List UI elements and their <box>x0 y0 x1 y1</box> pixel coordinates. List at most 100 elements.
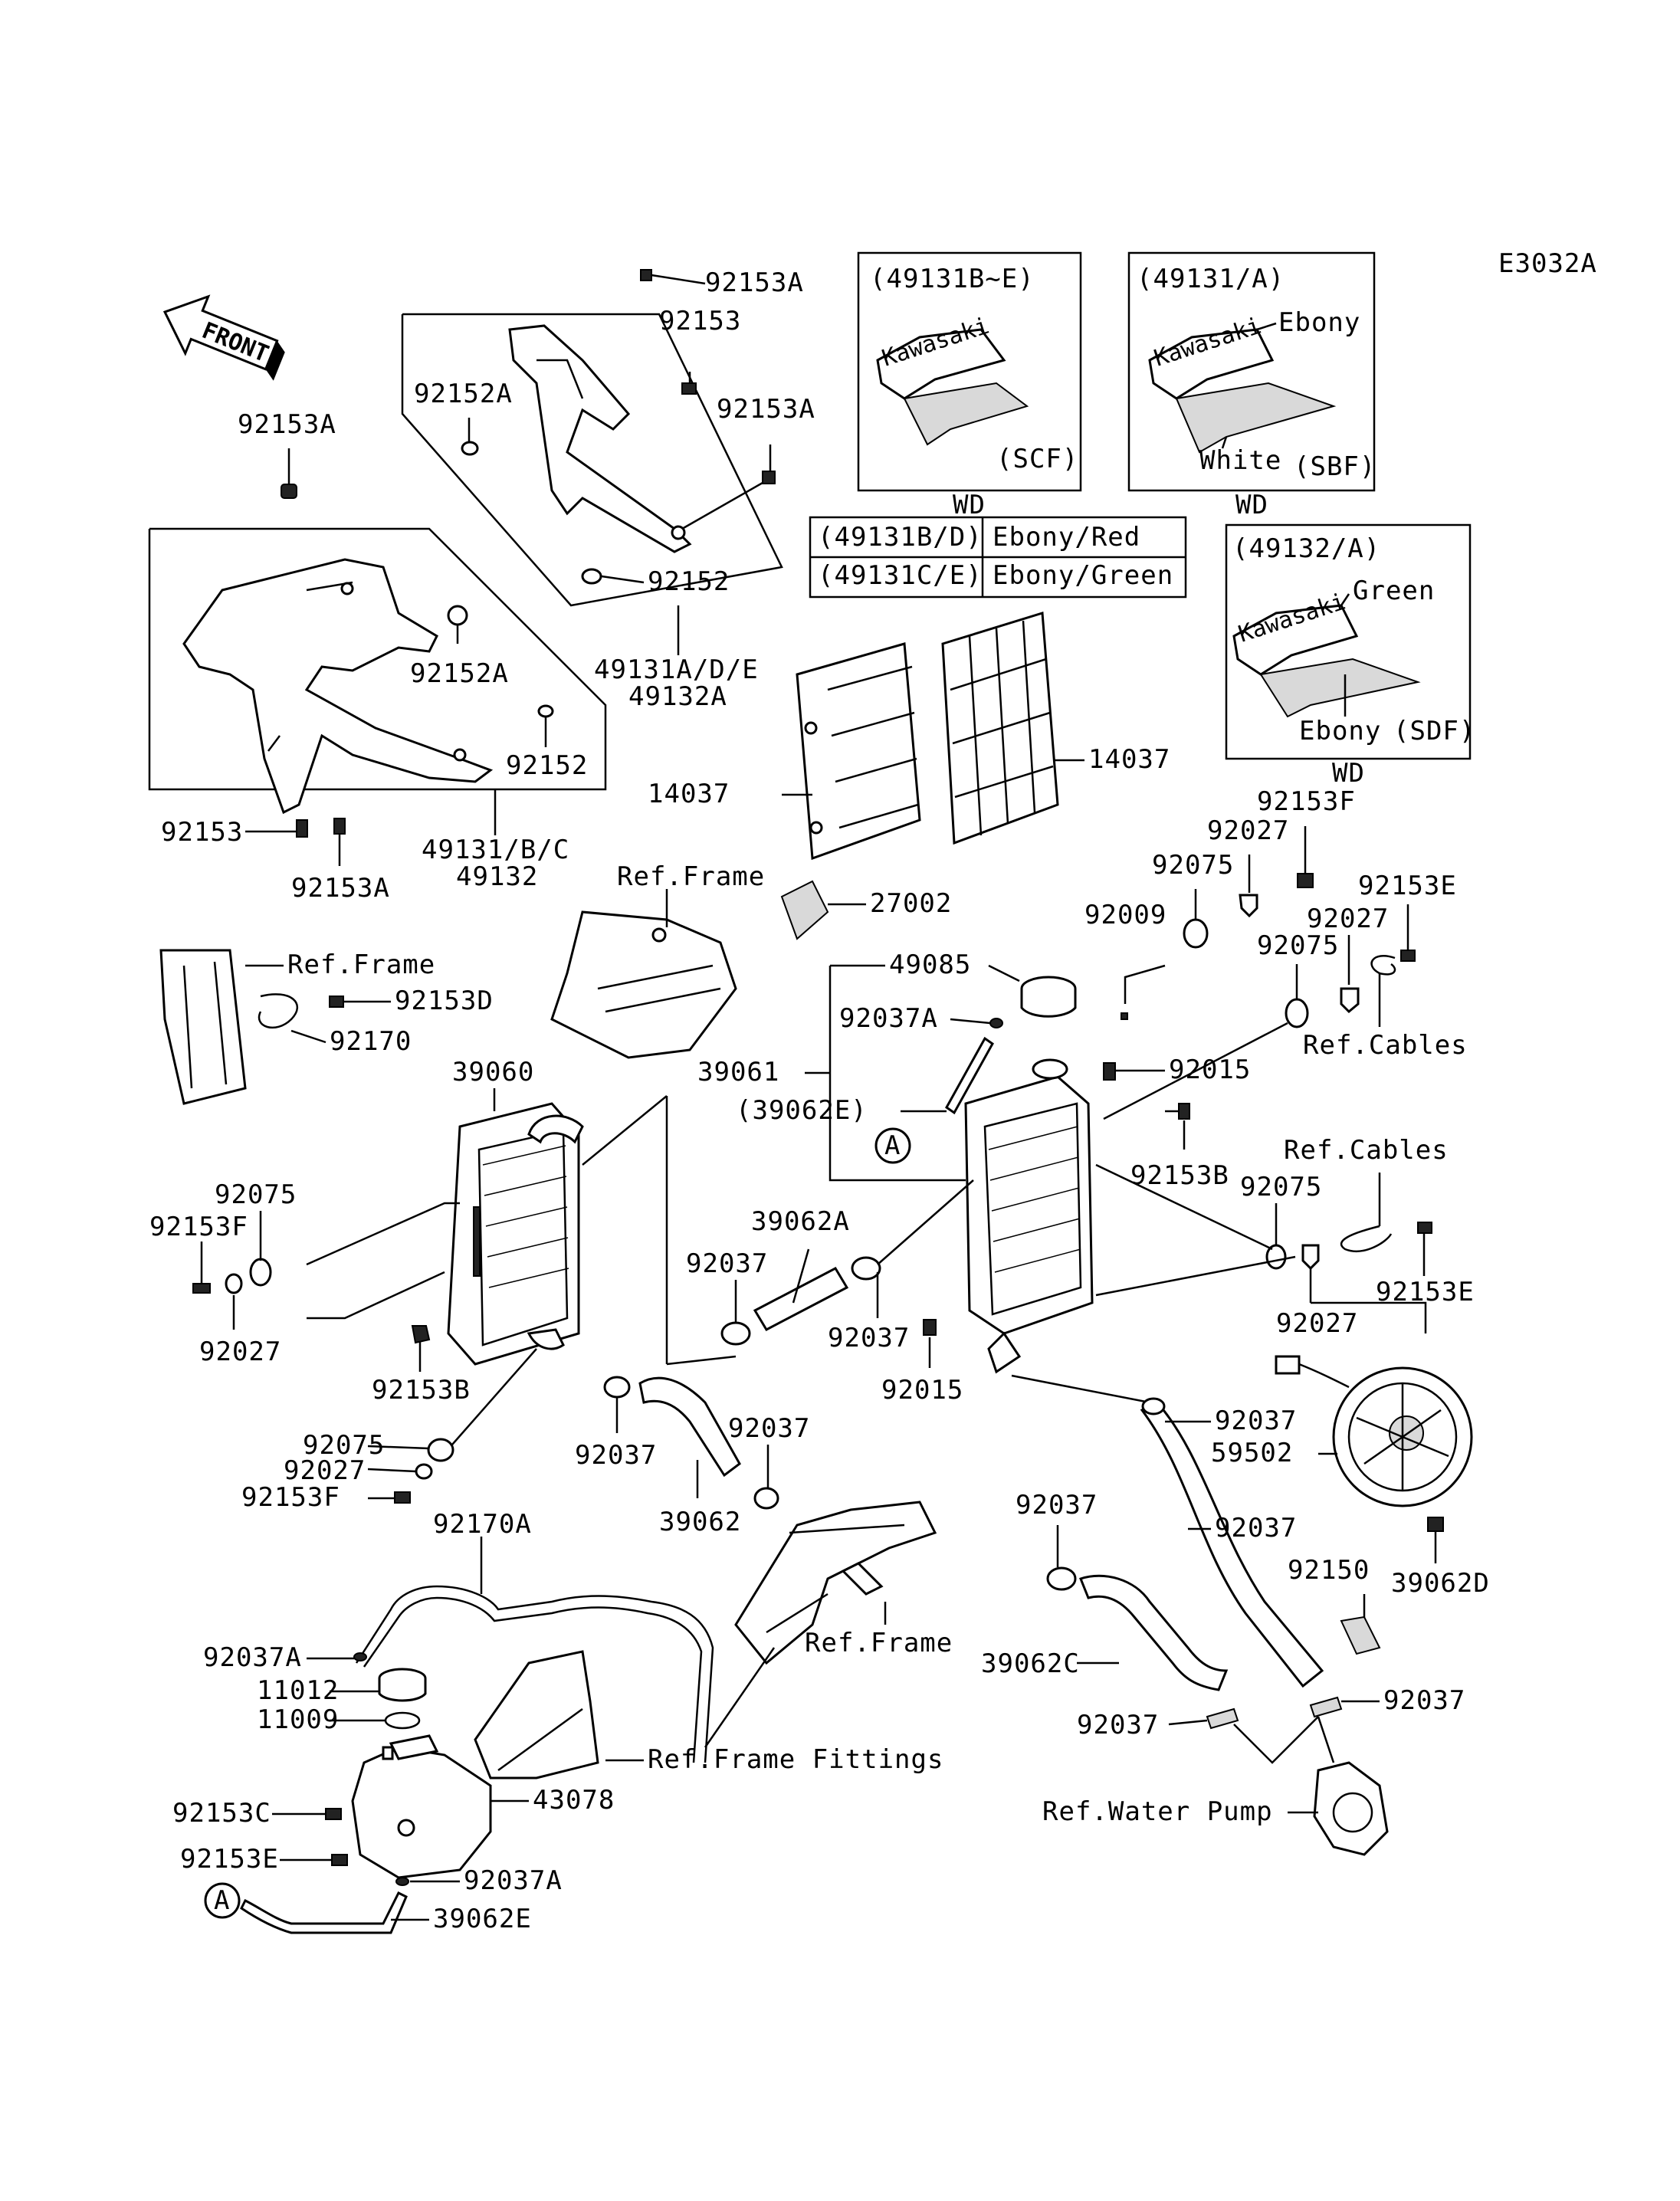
clip-92015-lower <box>923 1319 937 1336</box>
table-cell: (49131B/D) <box>818 522 983 553</box>
marker-a-label: A <box>214 1885 230 1916</box>
marker-a-top <box>874 1127 911 1164</box>
bolt-92153-left <box>245 819 308 838</box>
callout-39062a: 39062A <box>751 1206 850 1237</box>
grommet-92152a-left <box>447 605 468 626</box>
clamp-92037-d <box>753 1487 779 1510</box>
callout-92037: 92037 <box>1077 1710 1159 1740</box>
hose-39062a <box>753 1267 849 1331</box>
table-cell: (49131C/E) <box>818 560 983 591</box>
callout-92153: 92153 <box>161 817 243 848</box>
callout-92170: 92170 <box>330 1026 412 1057</box>
table-cell: Ebony/Red <box>993 522 1140 553</box>
radiator-guard-left <box>796 642 921 861</box>
callout-92037: 92037 <box>728 1413 810 1444</box>
grommet-92075-upper <box>1183 918 1209 949</box>
callout-92153d: 92153D <box>395 986 494 1016</box>
variant-box-sdf: (49132/A) Kawasaki Green Ebony (SDF) WD <box>1225 523 1475 789</box>
collar-92027-mid <box>1301 1244 1320 1271</box>
callout-92037a: 92037A <box>839 1003 938 1034</box>
nut-92153a-mid <box>762 444 776 484</box>
callout-39061: 39061 <box>697 1057 779 1087</box>
radiator-cap-49085 <box>1020 976 1077 1018</box>
nut-92153b-left <box>411 1325 431 1344</box>
bolt-92153a-top <box>640 269 706 285</box>
callout-39062c: 39062C <box>981 1648 1080 1679</box>
callout-92075: 92075 <box>1257 930 1339 961</box>
front-arrow-icon: FRONT <box>162 294 285 381</box>
callout-92015: 92015 <box>1169 1055 1251 1085</box>
callout-59502: 59502 <box>1211 1438 1293 1468</box>
callout-92015: 92015 <box>881 1375 963 1406</box>
bolt-92153e-mid <box>1417 1222 1432 1234</box>
callout-92153a: 92153A <box>717 394 815 425</box>
callout-92027: 92027 <box>199 1337 281 1367</box>
callout-92027: 92027 <box>1276 1308 1358 1339</box>
callout-11012: 11012 <box>257 1675 339 1706</box>
callout-ref-frame: Ref.Frame <box>287 950 435 980</box>
callout-39060: 39060 <box>452 1057 534 1087</box>
color-green: Green <box>1353 576 1435 606</box>
callout-92152a: 92152A <box>414 379 513 409</box>
grommet-92075-right <box>1285 998 1309 1028</box>
screw-92009 <box>1121 1012 1128 1020</box>
frame-bracket-mid <box>550 910 737 1059</box>
hose-39062e-top <box>945 1036 994 1115</box>
callout-92075: 92075 <box>215 1179 297 1210</box>
callout-92027: 92027 <box>284 1455 366 1486</box>
callout-92037: 92037 <box>575 1440 657 1471</box>
callout-92153b: 92153B <box>372 1375 471 1406</box>
frame-fittings-bracket <box>474 1650 599 1779</box>
callout-ref-frame: Ref.Frame <box>617 861 765 892</box>
reservoir-tank-43078 <box>351 1734 492 1879</box>
variant-code: (49131B~E) <box>870 264 1035 294</box>
callout-92037: 92037 <box>1383 1685 1465 1716</box>
callout-92153b: 92153B <box>1130 1160 1229 1191</box>
nut-92153a-left <box>281 448 297 499</box>
clamp-92037-a <box>720 1321 751 1346</box>
bolt-92153e-upper <box>1400 950 1416 962</box>
callout-14037: 14037 <box>1088 744 1170 775</box>
callout-92037: 92037 <box>686 1248 768 1279</box>
collar-92027-right <box>1340 987 1360 1014</box>
variant-tag: WD <box>953 490 986 520</box>
callout-92152: 92152 <box>506 750 588 781</box>
frame-bracket-lower <box>734 1501 937 1665</box>
hose-39062e-low <box>240 1891 408 1934</box>
variant-box-scf: (49131B~E) Kawasaki (SCF) WD <box>857 251 1082 520</box>
callout-92037a: 92037A <box>464 1865 563 1896</box>
shroud-b-part <box>182 558 494 815</box>
radiator-right <box>964 1058 1094 1374</box>
diagram-code: E3032A <box>1498 248 1597 279</box>
callout-ref-frame: Ref.Frame <box>805 1628 953 1658</box>
variant-code: (49131/A) <box>1137 264 1285 294</box>
color-ebony: Ebony <box>1278 307 1360 338</box>
variant-suffix: (SDF) <box>1393 716 1475 746</box>
callout-92153f: 92153F <box>1257 786 1356 817</box>
callout-92170a: 92150 <box>1288 1555 1370 1586</box>
callout-92152: 92152 <box>648 566 730 597</box>
callout-39062e: 39062E <box>433 1904 532 1934</box>
marker-a-label: A <box>884 1130 901 1161</box>
bolt-92153d <box>329 996 391 1008</box>
reservoir-cap-body <box>378 1678 427 1702</box>
clamp-92037a-top <box>353 1652 367 1661</box>
grommet-92075-left <box>249 1258 272 1287</box>
bolt-92150 <box>1427 1517 1444 1532</box>
callout-92153: 92153 <box>659 306 741 336</box>
grommet-92152-left <box>537 704 554 718</box>
callout-ref-cables: Ref.Cables <box>1303 1030 1468 1061</box>
callout-92153e: 92153E <box>180 1844 279 1875</box>
callout-49132: 49132 <box>456 861 538 892</box>
color-white: White <box>1199 445 1281 476</box>
color-ebony: Ebony <box>1299 716 1381 746</box>
callout-92153a: 92153A <box>291 873 390 904</box>
shroud-b-box <box>148 527 607 791</box>
clamp-92037a-low <box>395 1877 409 1886</box>
callout-49131bc: 49131/B/C <box>422 835 569 865</box>
hose-39062d <box>1140 1401 1324 1688</box>
callout-92075: 92075 <box>1152 850 1234 881</box>
bolt-92153e-low <box>331 1854 348 1866</box>
variant-suffix: (SBF) <box>1294 451 1376 482</box>
